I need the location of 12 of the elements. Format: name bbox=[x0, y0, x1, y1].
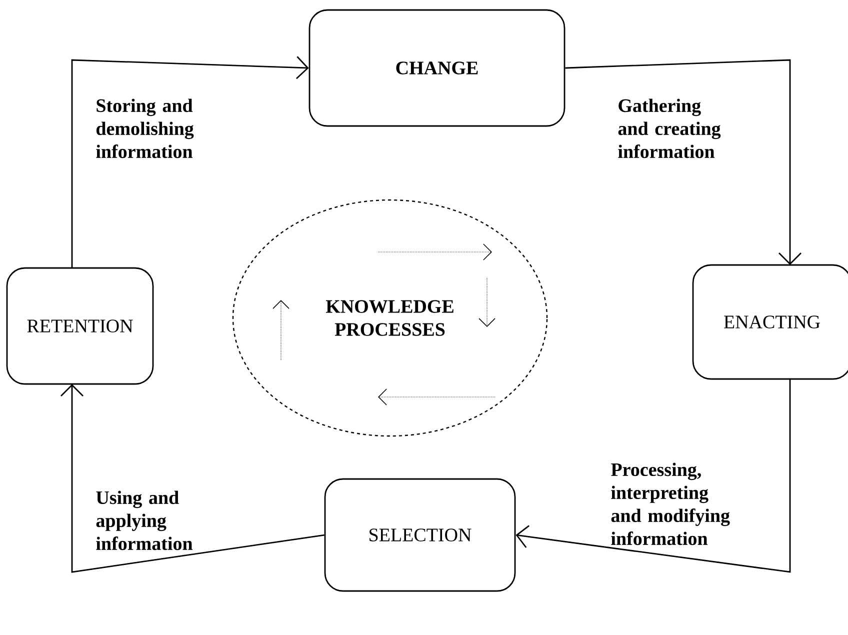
edge-label: Gathering and creating information bbox=[618, 98, 721, 158]
edge-label: Processing, interpreting and modifying information bbox=[611, 462, 730, 546]
arrow bbox=[60, 384, 324, 573]
arrow bbox=[516, 379, 791, 573]
arrow bbox=[71, 56, 309, 268]
edge-label: Using and applying information bbox=[96, 490, 193, 550]
process-box: RETENTION bbox=[6, 267, 154, 385]
process-box: SELECTION bbox=[324, 478, 516, 592]
arrow bbox=[565, 59, 802, 265]
edge-label: Storing and demolishing information bbox=[96, 98, 194, 158]
process-box: CHANGE bbox=[308, 9, 566, 127]
process-box: ENACTING bbox=[692, 264, 848, 380]
